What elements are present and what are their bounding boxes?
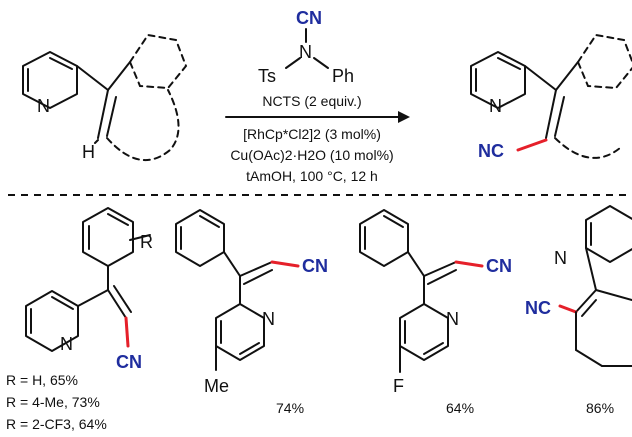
phenyl-ring bbox=[82, 207, 134, 267]
nc-label: NC bbox=[478, 141, 504, 161]
example-4: N NC bbox=[525, 205, 632, 367]
reagent-n: N bbox=[299, 42, 312, 62]
reaction-arrow bbox=[225, 111, 410, 123]
reagent-cn: CN bbox=[296, 8, 322, 28]
pyridine-ring bbox=[585, 205, 632, 263]
pyridine-n-label: N bbox=[446, 309, 459, 329]
pyridine-n-label: N bbox=[554, 248, 567, 268]
yield-example-4: 86% bbox=[586, 400, 614, 416]
ncts-reagent: CN N Ts Ph bbox=[258, 8, 354, 86]
pyridine-n-label: N bbox=[489, 96, 502, 116]
condition-catalyst: [RhCp*Cl2]2 (3 mol%) bbox=[243, 126, 381, 142]
bond bbox=[76, 65, 109, 91]
dashed-tether bbox=[106, 89, 180, 161]
reagent-ts: Ts bbox=[258, 66, 276, 86]
dashed-tether bbox=[554, 137, 621, 159]
phenyl-ring bbox=[359, 209, 409, 267]
yield-example-3: 64% bbox=[446, 400, 474, 416]
pyridine-ring bbox=[399, 303, 449, 361]
condition-solvent: tAmOH, 100 °C, 12 h bbox=[246, 168, 378, 184]
yield-r-2cf3: R = 2-CF3, 64% bbox=[6, 416, 107, 432]
aryl-ring-dashed bbox=[576, 33, 632, 90]
aryl-ring-dashed bbox=[128, 33, 188, 90]
cn-label: CN bbox=[116, 352, 142, 372]
yield-example-2: 74% bbox=[276, 400, 304, 416]
cn-label: CN bbox=[302, 256, 328, 276]
pyridine-ring bbox=[22, 51, 78, 109]
condition-oxidant: Cu(OAc)2·H2O (10 mol%) bbox=[230, 147, 393, 163]
starting-material: N H bbox=[22, 33, 188, 162]
yield-r-h: R = H, 65% bbox=[6, 372, 78, 388]
pyridine-ring bbox=[215, 303, 265, 361]
substituent-me: Me bbox=[204, 376, 229, 396]
reagent-ph: Ph bbox=[332, 66, 354, 86]
example-2: CN N Me bbox=[175, 209, 328, 396]
substituent-f: F bbox=[393, 376, 404, 396]
example-3: CN N F bbox=[359, 209, 512, 396]
pyridine-ring bbox=[25, 290, 79, 352]
h-label: H bbox=[82, 142, 95, 162]
phenyl-ring bbox=[175, 209, 225, 267]
pyridine-n-label: N bbox=[37, 96, 50, 116]
reagent-name: NCTS (2 equiv.) bbox=[262, 93, 361, 109]
pyridine-n-label: N bbox=[60, 334, 73, 354]
example-1: R N CN bbox=[25, 207, 153, 372]
cn-label: CN bbox=[486, 256, 512, 276]
yield-r-4me: R = 4-Me, 73% bbox=[6, 394, 100, 410]
product-top: N NC bbox=[470, 33, 632, 161]
pyridine-n-label: N bbox=[262, 309, 275, 329]
r-label: R bbox=[140, 232, 153, 252]
nc-label: NC bbox=[525, 298, 551, 318]
